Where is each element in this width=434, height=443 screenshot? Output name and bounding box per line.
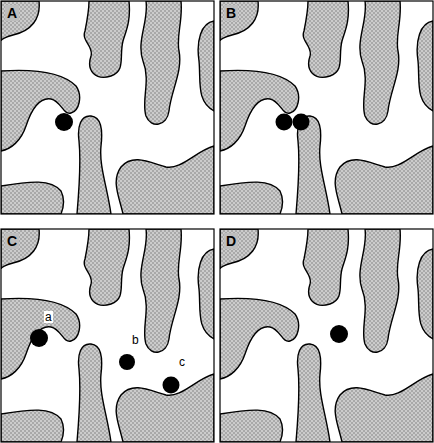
- callout-letter: c: [178, 356, 186, 368]
- panel-letter: C: [5, 233, 19, 249]
- particle: [119, 354, 135, 370]
- panel-frame: [220, 1, 433, 214]
- particle: [163, 377, 180, 394]
- grain-shapes: [220, 1, 433, 214]
- grain-shapes: [220, 229, 433, 442]
- panel-letter: D: [224, 233, 238, 249]
- particle: [276, 114, 293, 131]
- particle: [293, 114, 310, 131]
- panel-frame: [1, 229, 214, 442]
- callout-letter: b: [131, 334, 140, 346]
- particle: [330, 325, 348, 343]
- panel-d: [220, 229, 433, 442]
- panel-frame: [1, 1, 214, 214]
- panel-a: [1, 1, 214, 214]
- particle: [30, 329, 48, 347]
- panel-c: [1, 229, 214, 442]
- panel-letter: A: [5, 5, 19, 21]
- panel-b: [220, 1, 433, 214]
- callout-letter: a: [44, 311, 53, 323]
- panel-frame: [220, 229, 433, 442]
- panel-letter: B: [224, 5, 238, 21]
- grain-shapes: [1, 229, 214, 442]
- particle: [55, 113, 73, 131]
- grain-shapes: [1, 1, 214, 214]
